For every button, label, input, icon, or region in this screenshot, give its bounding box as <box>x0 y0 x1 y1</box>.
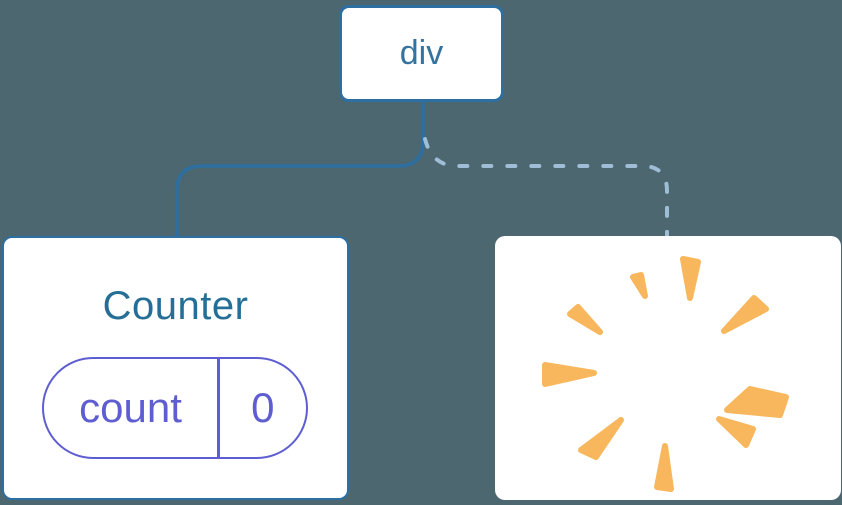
tree-node-div: div <box>339 5 504 102</box>
counter-title: Counter <box>102 284 249 328</box>
div-node-label: div <box>399 34 444 72</box>
tree-node-counter: Counter count 0 <box>2 236 349 500</box>
state-key: count <box>79 384 182 431</box>
state-value: 0 <box>251 384 275 431</box>
state-pill-divider <box>217 359 220 457</box>
connector-dashed-line <box>423 137 669 238</box>
state-pill: count 0 <box>42 357 308 459</box>
poof-sparkles-icon <box>542 256 789 492</box>
tree-node-removed <box>495 236 841 500</box>
connector-solid-line <box>175 102 425 237</box>
